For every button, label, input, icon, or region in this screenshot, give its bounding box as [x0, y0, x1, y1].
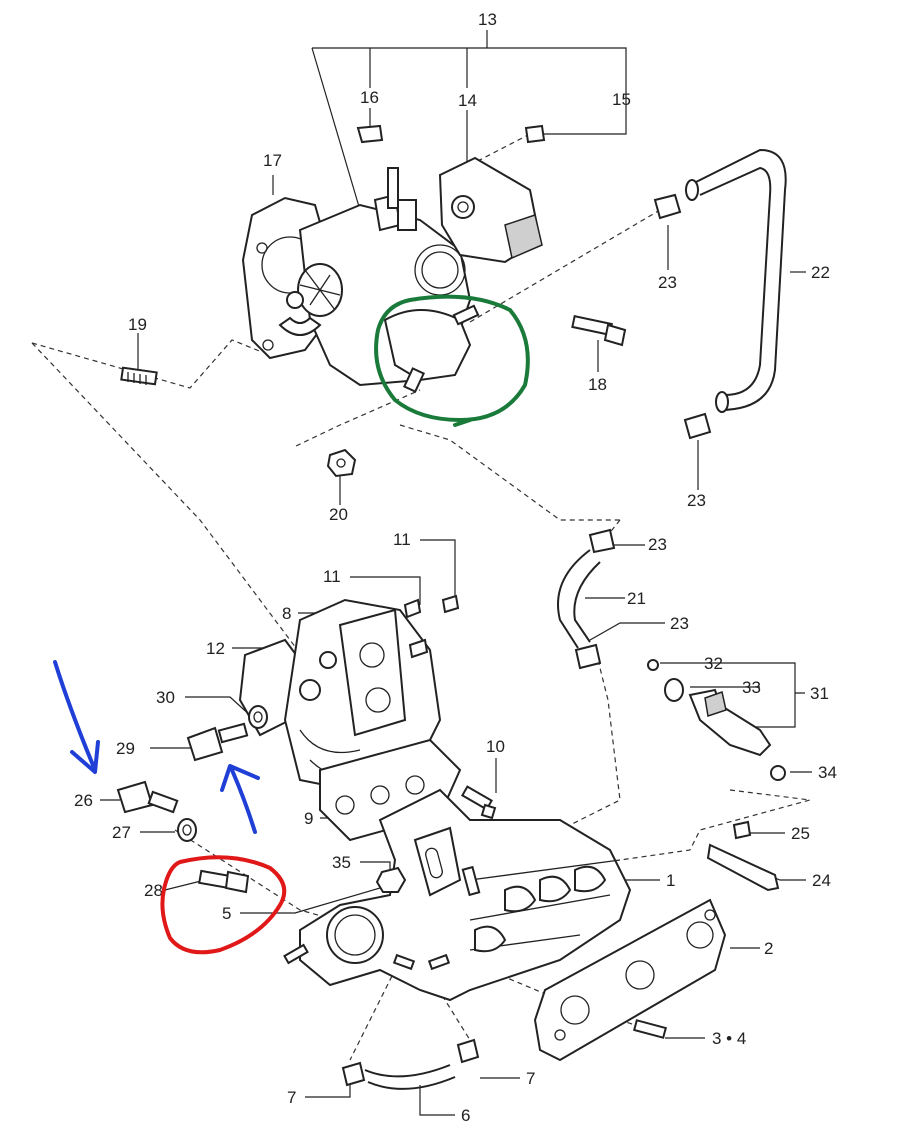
hose-6 — [341, 1038, 480, 1090]
callout-33: 33 — [742, 678, 761, 697]
callout-3-4: 3 • 4 — [712, 1029, 746, 1048]
callout-34: 34 — [818, 763, 837, 782]
callout-11-lower: 11 — [323, 567, 341, 586]
red-highlight-circle — [160, 855, 287, 955]
sensor-29 — [186, 722, 249, 762]
callout-32: 32 — [704, 654, 723, 673]
callout-labels: 13 16 14 15 17 22 23 19 18 20 23 11 11 2… — [74, 10, 837, 1125]
callout-12: 12 — [206, 639, 225, 658]
callout-27: 27 — [112, 823, 131, 842]
callout-17: 17 — [263, 151, 282, 170]
hose-22 — [685, 148, 787, 413]
injector-group — [647, 659, 786, 781]
callout-5: 5 — [222, 904, 231, 923]
callout-31: 31 — [810, 684, 829, 703]
callout-15: 15 — [612, 90, 631, 109]
hose-clamps — [574, 193, 712, 670]
intake-manifold — [283, 788, 632, 1002]
throttle-body-assembly — [241, 124, 480, 393]
callout-21: 21 — [627, 589, 646, 608]
callout-2: 2 — [764, 939, 773, 958]
intake-plenum — [238, 594, 460, 792]
callout-35: 35 — [332, 853, 351, 872]
callout-26: 26 — [74, 791, 93, 810]
callout-22: 22 — [811, 263, 830, 282]
sensor-26 — [116, 780, 179, 814]
washer-27 — [177, 818, 197, 842]
sensor-28 — [198, 869, 250, 894]
callout-29: 29 — [116, 739, 135, 758]
stud-3-4 — [632, 1019, 668, 1039]
callout-11-upper: 11 — [393, 530, 411, 549]
screw-15 — [524, 124, 546, 144]
washer-30 — [248, 705, 268, 729]
callout-23-hose21-bottom: 23 — [670, 614, 689, 633]
stud-19 — [120, 366, 158, 386]
callout-23-right: 23 — [687, 491, 706, 510]
callout-10: 10 — [486, 737, 505, 756]
callout-7-right: 7 — [526, 1069, 535, 1088]
nut-20 — [326, 448, 357, 478]
callout-19: 19 — [128, 315, 147, 334]
callout-6: 6 — [461, 1106, 470, 1125]
callout-25: 25 — [791, 824, 810, 843]
callout-20: 20 — [329, 505, 348, 524]
hose-21 — [557, 549, 601, 649]
leader-lines — [100, 30, 812, 1116]
callout-1: 1 — [666, 871, 675, 890]
blue-arrow-up — [220, 764, 260, 834]
callout-28: 28 — [144, 881, 163, 900]
stud-10 — [461, 785, 497, 820]
bracket-24 — [706, 820, 780, 892]
callout-24: 24 — [812, 871, 831, 890]
throttle-position-sensor — [438, 156, 543, 264]
callout-13: 13 — [478, 10, 497, 29]
callout-7-left: 7 — [287, 1088, 296, 1107]
callout-23-hose21-top: 23 — [648, 535, 667, 554]
callout-14: 14 — [458, 91, 477, 110]
callout-23-top: 23 — [658, 273, 677, 292]
green-highlight-circle — [374, 294, 530, 423]
bolt-18 — [571, 314, 627, 347]
hand-annotations — [53, 294, 530, 955]
manifold-gasket-2 — [533, 898, 727, 1062]
blue-arrow-left — [53, 660, 100, 774]
callout-8: 8 — [282, 604, 291, 623]
callout-9: 9 — [304, 809, 313, 828]
callout-18: 18 — [588, 375, 607, 394]
callout-16: 16 — [360, 88, 379, 107]
callout-30: 30 — [156, 688, 175, 707]
